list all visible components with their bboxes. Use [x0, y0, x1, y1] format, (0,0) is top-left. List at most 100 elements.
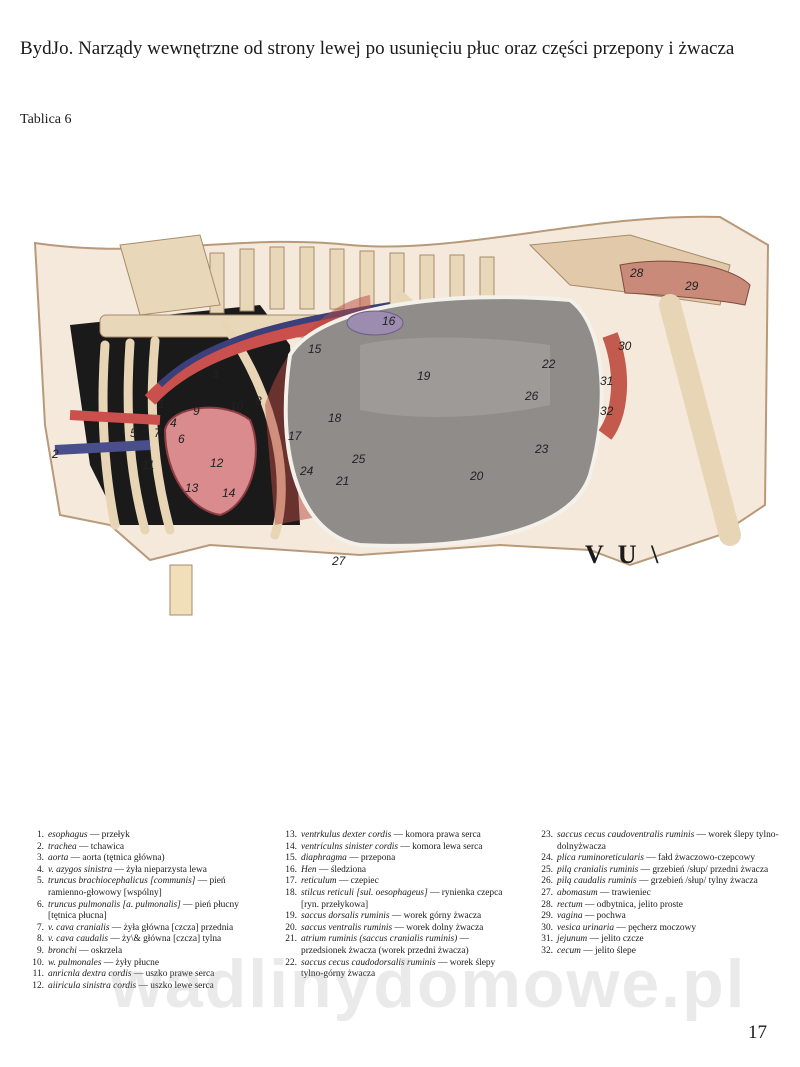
- legend-item: 29.vagina — pochwa: [535, 911, 780, 923]
- legend-item-text: jejunum — jelito czcze: [557, 934, 780, 946]
- legend-item-text: v. azygos sinistra — żyła nieparzysta le…: [48, 865, 258, 877]
- legend-item-polish: — rynienka czepca [ryn. przełykowa]: [301, 887, 503, 910]
- legend-item-text: aorta — aorta (tętnica główna): [48, 853, 258, 865]
- legend-item-polish: — worek górny żwacza: [389, 911, 482, 922]
- figure-label-4: 4: [170, 416, 177, 430]
- legend-item-text: ventrkulus dexter cordis — komora prawa …: [301, 830, 509, 842]
- legend-item-number: 14.: [285, 841, 297, 852]
- legend-item-number: 27.: [541, 887, 553, 898]
- legend-item-text: trachea — tchawica: [48, 842, 258, 854]
- legend-item: 31.jejunum — jelito czcze: [535, 934, 780, 946]
- figure-label-31: 31: [600, 374, 613, 388]
- legend-item-number: 6.: [36, 899, 44, 910]
- legend-item-number: 1.: [36, 830, 44, 840]
- legend-item-text: anricnla dextra cordis — uszko prawe ser…: [48, 969, 258, 981]
- legend-item-text: aiiricula sinistra cordis — uszko lewe s…: [48, 981, 258, 993]
- legend-item-polish: — grzebień /słup/ przedni żwacza: [638, 864, 769, 875]
- figure-label-27: 27: [331, 554, 347, 568]
- legend-item-text: v. cava caudalis — ży\& główna [czcza] t…: [48, 934, 258, 946]
- legend-item-number: 8.: [36, 934, 44, 945]
- legend-item-polish: — pochwa: [582, 911, 626, 922]
- legend-item-polish: — pień ramienno-głowowy [wspólny]: [48, 876, 226, 898]
- legend-item: 16.Hen — śledziona: [279, 865, 509, 877]
- legend-item: 20.saccus ventralis ruminis — worek doln…: [279, 923, 509, 935]
- legend-item-latin: truncus brachiocephalicus [communis]: [48, 876, 196, 887]
- legend-item-number: 13.: [285, 830, 297, 840]
- legend-item-latin: pilą caudalis ruminis: [557, 876, 637, 887]
- legend-item-latin: stilcus reticuli [sul. oesophageus]: [301, 887, 428, 898]
- legend-item-text: vesica urinaria — pęcherz moczowy: [557, 923, 780, 935]
- legend-item: 19.saccus dorsalis ruminis — worek górny…: [279, 911, 509, 923]
- legend-item: 26.pilą caudalis ruminis — grzebień /słu…: [535, 876, 780, 888]
- legend-item: 3.aorta — aorta (tętnica główna): [26, 853, 258, 865]
- legend-item-polish: — przedsionek żwacza (worek przedni żwac…: [301, 934, 469, 956]
- legend-item-number: 5.: [36, 876, 44, 887]
- figure-label-12: 12: [210, 456, 224, 470]
- figure-label-18: 18: [328, 411, 342, 425]
- legend-item-polish: — fałd żwaczowo-czepcowy: [643, 853, 756, 864]
- figure-label-2: 2: [51, 447, 59, 461]
- figure-label-3: 3: [212, 367, 219, 381]
- legend-item: 13. ventrkulus dexter cordis — komora pra…: [279, 830, 509, 842]
- figure-label-11: 11: [142, 458, 154, 472]
- figure-labels: 1 2 3 4 5 6 7 8 9 10 11 12 13 14 15 16 1…: [51, 266, 699, 568]
- legend-item-number: 25.: [541, 864, 553, 875]
- legend-item-polish: — pień płucny [tętnica płucna]: [48, 899, 239, 922]
- legend-item: 18.stilcus reticuli [sul. oesophageus] —…: [279, 888, 509, 911]
- legend-item-latin: ventriculns sinister cordis: [301, 841, 399, 852]
- figure-label-10: 10: [230, 399, 244, 413]
- legend-item-latin: diaphragma: [301, 853, 347, 864]
- figure-label-7: 7: [154, 426, 162, 440]
- legend-item: 14. ventriculns sinister cordis — komora …: [279, 842, 509, 854]
- legend-item-text: stilcus reticuli [sul. oesophageus] — ry…: [301, 888, 509, 911]
- legend-item-text: truncus pulmonalis [a. pulmonalis] — pie…: [48, 900, 258, 923]
- legend-item: 8. v. cava caudalis — ży\& główna [czcza]…: [26, 934, 258, 946]
- figure-label-21: 21: [335, 474, 349, 488]
- legend-item-number: 21.: [285, 934, 297, 945]
- legend-item: 21.atrium ruminis (saccus cranialis rumi…: [279, 934, 509, 957]
- legend-item-number: 17.: [285, 876, 297, 887]
- legend-item-latin: v. cava cranialis: [48, 922, 110, 933]
- legend-item-polish: — pęcherz moczowy: [614, 922, 697, 933]
- legend-item-latin: vesica urinaria: [557, 922, 615, 933]
- legend-item-text: bronchi — oskrzela: [48, 946, 258, 958]
- legend-item-number: 11.: [32, 969, 44, 980]
- watermark: wadlinydomowe.pl: [110, 946, 747, 1022]
- legend-item-polish: — oskrzela: [76, 945, 123, 956]
- figure-label-13: 13: [185, 481, 199, 495]
- legend-item-latin: v. cava caudalis: [48, 934, 108, 945]
- legend-item: 4.v. azygos sinistra — żyła nieparzysta …: [26, 865, 258, 877]
- legend-item-polish: — worek ślepy tylno-dolnyżwacza: [557, 830, 779, 852]
- legend-item-latin: ventrkulus dexter cordis: [301, 830, 392, 840]
- legend-item: 23.saccus cecus caudoventralis ruminis —…: [535, 830, 780, 853]
- legend-item-polish: — worek dolny żwacza: [392, 922, 484, 933]
- figure-label-24: 24: [299, 464, 314, 478]
- legend-item-text: reticulum — czepiec: [301, 876, 509, 888]
- legend-item-latin: saccus cecus caudodorsalis ruminis: [301, 957, 436, 968]
- figure-label-1: 1: [158, 397, 165, 411]
- legend-item-polish: — odbytnica, jelito proste: [582, 899, 683, 910]
- figure-label-25: 25: [351, 452, 366, 466]
- legend-item-latin: v. azygos sinistra: [48, 864, 113, 875]
- legend-item-polish: — żyła główna [czcza] przednia: [109, 922, 234, 933]
- legend-item: 30.vesica urinaria — pęcherz moczowy: [535, 923, 780, 935]
- legend-item-polish: — ży\& główna [czcza] tylna: [107, 934, 222, 945]
- plate-label: Tablica 6: [20, 112, 72, 127]
- legend-item-text: ventriculns sinister cordis — komora lew…: [301, 842, 509, 854]
- legend-item: 9.bronchi — oskrzela: [26, 946, 258, 958]
- legend-item-number: 19.: [285, 911, 297, 922]
- legend-item-polish: — uszko lewe serca: [136, 980, 214, 991]
- legend-item-polish: — komora lewa serca: [398, 841, 483, 852]
- figure-label-26: 26: [524, 389, 539, 403]
- legend-item-number: 2.: [36, 841, 44, 852]
- legend-item: 5. truncus brachiocephalicus [communis] —…: [26, 876, 258, 899]
- legend-item-text: saccus cecus caudodorsalis ruminis — wor…: [301, 958, 509, 981]
- legend-item-latin: truncus pulmonalis [a. pulmonalis]: [48, 899, 181, 910]
- legend-item-number: 29.: [541, 911, 553, 922]
- cattle-organs-drawing: 1 2 3 4 5 6 7 8 9 10 11 12 13 14 15 16 1…: [33, 215, 770, 616]
- figure-label-20: 20: [469, 469, 484, 483]
- legend-item-number: 12.: [32, 980, 44, 991]
- legend-item: 28.rectum — odbytnica, jelito proste: [535, 900, 780, 912]
- figure-label-29: 29: [684, 279, 699, 293]
